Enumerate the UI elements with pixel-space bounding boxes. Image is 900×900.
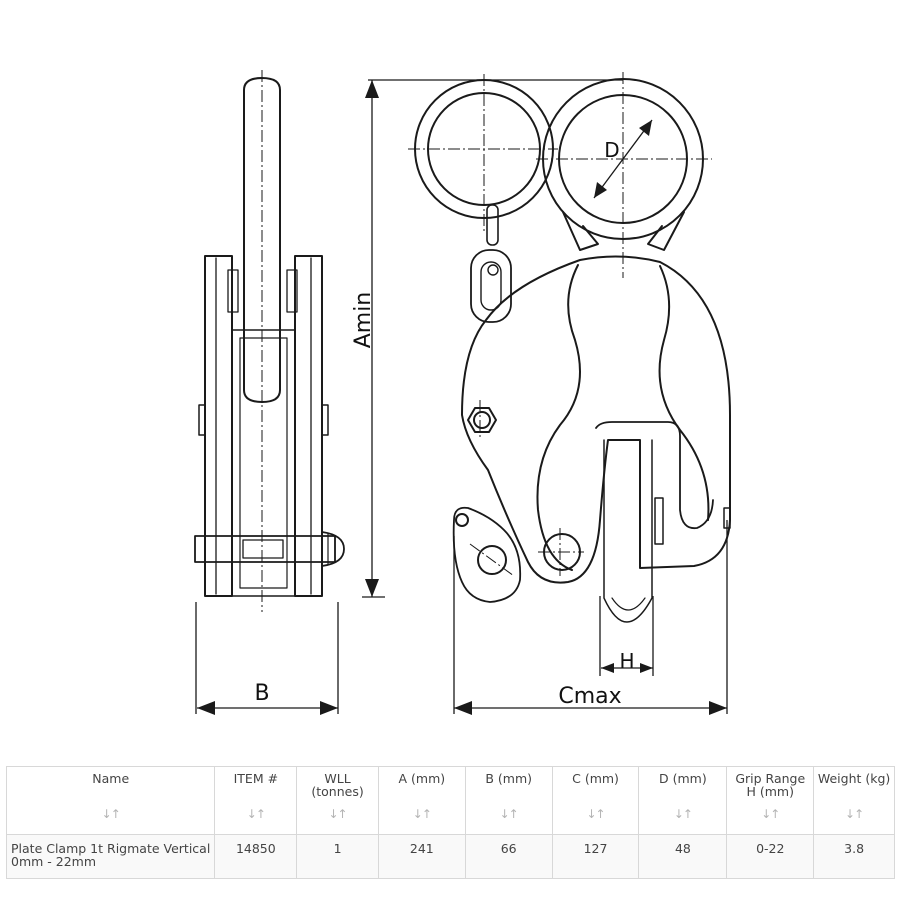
dim-a-label: Amin: [351, 292, 376, 349]
sort-arrows-icon[interactable]: ↓↑: [586, 807, 605, 821]
sort-arrows-icon[interactable]: ↓↑: [761, 807, 780, 821]
dim-b-label: B: [254, 681, 269, 706]
column-header[interactable]: Grip Range H (mm)↓↑: [726, 766, 815, 835]
table-cell-b: 66: [464, 834, 553, 879]
sort-arrows-icon[interactable]: ↓↑: [101, 807, 121, 821]
dim-c-label: Cmax: [558, 684, 621, 709]
sort-arrows-icon[interactable]: ↓↑: [412, 807, 432, 821]
front-view: [414, 78, 731, 623]
table-cell-d: 48: [638, 834, 728, 879]
column-header[interactable]: ITEM #↓↑: [214, 766, 298, 835]
sort-arrows-icon[interactable]: ↓↑: [673, 807, 693, 821]
sort-arrows-icon[interactable]: ↓↑: [246, 807, 266, 821]
table-cell-name: Plate Clamp 1t Rigmate Vertical 0mm - 22…: [5, 834, 216, 879]
sort-arrows-icon[interactable]: ↓↑: [499, 807, 519, 821]
dim-h-label: H: [619, 649, 634, 673]
table-cell-c: 127: [551, 834, 640, 879]
column-header[interactable]: C (mm)↓↑: [551, 766, 640, 835]
table-cell-wll: 1: [296, 834, 379, 879]
table-cell-weight: 3.8: [813, 834, 895, 879]
table-cell-grip: 0-22: [726, 834, 815, 879]
column-header[interactable]: A (mm)↓↑: [377, 766, 466, 835]
table-cell-a: 241: [377, 834, 466, 879]
sort-arrows-icon[interactable]: ↓↑: [328, 807, 348, 821]
table-header-row: Name↓↑ ITEM #↓↑ WLL (tonnes)↓↑ A (mm)↓↑ …: [5, 766, 895, 835]
column-header[interactable]: Name↓↑: [5, 766, 216, 835]
table-row: Plate Clamp 1t Rigmate Vertical 0mm - 22…: [5, 834, 895, 879]
side-view: [194, 77, 345, 597]
column-header[interactable]: D (mm)↓↑: [638, 766, 728, 835]
table-cell-item: 14850: [214, 834, 298, 879]
spec-table: Name↓↑ ITEM #↓↑ WLL (tonnes)↓↑ A (mm)↓↑ …: [5, 766, 895, 879]
clamp-dimension-drawing: Amin B Cmax D H: [194, 70, 731, 715]
column-header[interactable]: WLL (tonnes)↓↑: [296, 766, 379, 835]
sort-arrows-icon[interactable]: ↓↑: [845, 807, 864, 821]
column-header[interactable]: Weight (kg)↓↑: [813, 766, 895, 835]
column-header[interactable]: B (mm)↓↑: [464, 766, 553, 835]
dim-d-label: D: [604, 138, 619, 162]
